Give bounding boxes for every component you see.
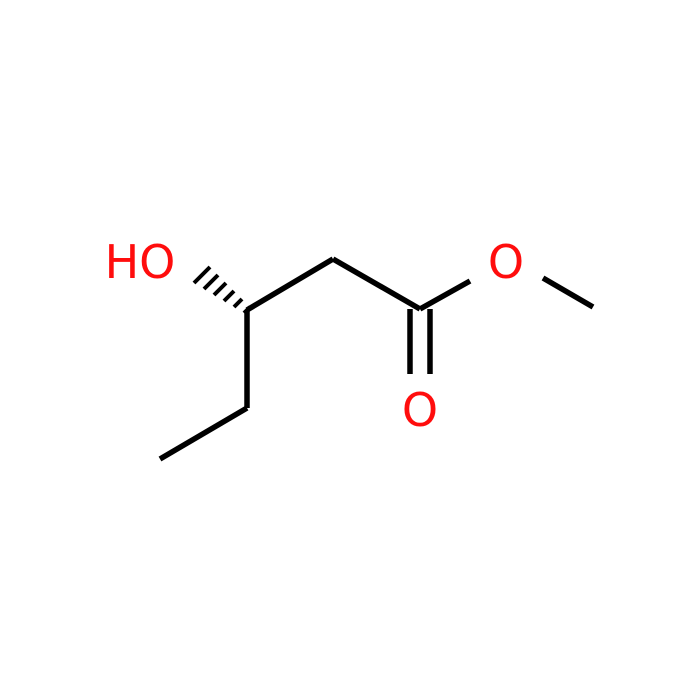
bond-c1-ester-oxygen bbox=[418, 278, 472, 312]
bond-ester-oxygen-methyl bbox=[541, 275, 595, 310]
bond-c3-c2 bbox=[245, 256, 335, 313]
hashed-wedge-bond bbox=[192, 265, 252, 315]
bond-c2-c1 bbox=[331, 256, 422, 312]
bond-ch3-ch2 bbox=[158, 405, 249, 462]
carbonyl-oxygen-label: O bbox=[402, 383, 438, 437]
hydroxyl-label: HO bbox=[105, 235, 176, 289]
ester-oxygen-label: O bbox=[488, 235, 524, 289]
